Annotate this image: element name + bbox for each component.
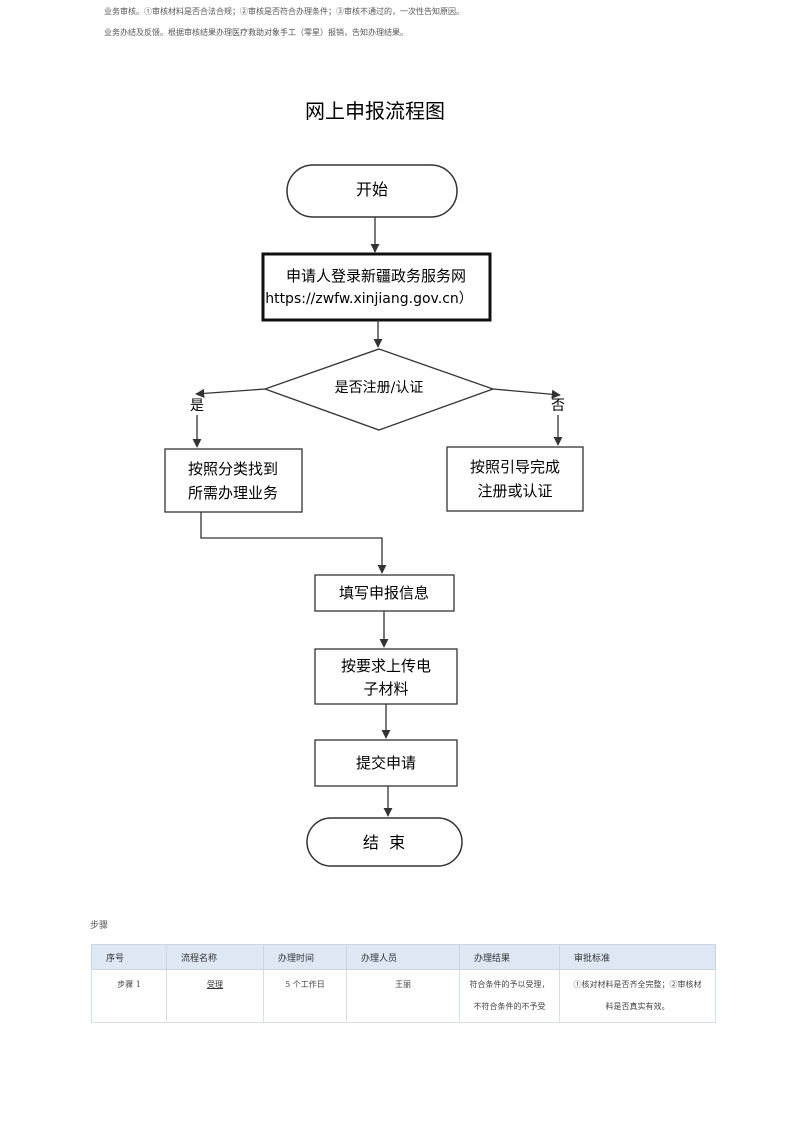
steps-header-row: 序号 流程名称 办理时间 办理人员 办理结果 审批标准 [91, 944, 716, 970]
header-time: 办理时间 [263, 944, 347, 970]
cell-step-name: 受理 [166, 969, 264, 1023]
standard-line2: 料是否真实有效。 [605, 1002, 670, 1011]
login-label-line2: https://zwfw.xinjiang.gov.cn） [265, 291, 473, 307]
start-label: 开始 [356, 180, 388, 199]
no-label: 否 [551, 398, 565, 414]
arrow-no-horizontal [492, 388, 561, 399]
flowchart: 网上申报流程图 开始 申请人登录新疆政务服务网 https://zwfw.xin… [164, 99, 584, 867]
steps-table: 序号 流程名称 办理时间 办理人员 办理结果 审批标准 步骤 1 受理 5 个工… [91, 944, 716, 1023]
header-standard: 审批标准 [559, 944, 716, 970]
start-terminal [286, 164, 458, 218]
cell-time: 5 个工作日 [263, 969, 347, 1023]
intro-line-review: 业务审核。①审核材料是否合法合规；②审核是否符合办理条件；③审核不通过的，一次性… [104, 7, 464, 16]
cell-person: 王丽 [346, 969, 460, 1023]
upload-line2: 子材料 [363, 680, 408, 698]
cell-standard: ①核对材料是否齐全完整；②审核材 料是否真实有效。 [559, 969, 716, 1023]
find-business-box [164, 448, 303, 513]
find-business-line1: 按照分类找到 [188, 460, 278, 478]
upload-box [314, 648, 458, 705]
decision-label: 是否注册/认证 [335, 380, 424, 396]
cell-result: 符合条件的予以受理， 不符合条件的不予受 [459, 969, 560, 1023]
cell-step-no: 步骤 1 [91, 969, 167, 1023]
header-result: 办理结果 [459, 944, 560, 970]
end-terminal [306, 817, 463, 867]
submit-box [314, 739, 458, 787]
arrow-find-fill [200, 512, 387, 574]
arrow-yes-horizontal [195, 388, 266, 398]
yes-label: 是 [190, 398, 204, 414]
register-line1: 按照引导完成 [470, 458, 560, 476]
submit-label: 提交申请 [356, 754, 416, 772]
result-line1: 符合条件的予以受理， [469, 980, 550, 989]
flowchart-title: 网上申报流程图 [305, 99, 445, 123]
end-label: 结 束 [363, 833, 405, 852]
fill-info-label: 填写申报信息 [339, 584, 429, 602]
steps-section-label: 步骤 [90, 921, 109, 931]
decision-diamond [263, 348, 495, 431]
standard-line1: ①核对材料是否齐全完整；②审核材 [573, 980, 702, 989]
result-line2: 不符合条件的不予受 [473, 1002, 546, 1011]
register-box [446, 446, 584, 512]
register-line2: 注册或认证 [477, 482, 552, 500]
header-name: 流程名称 [166, 944, 264, 970]
intro-line-feedback: 业务办结及反馈。根据审核结果办理医疗救助对象手工（零星）报销，告知办理结果。 [104, 28, 408, 37]
find-business-line2: 所需办理业务 [188, 484, 278, 502]
login-label-line1: 申请人登录新疆政务服务网 [286, 267, 466, 285]
header-person: 办理人员 [346, 944, 460, 970]
upload-line1: 按要求上传电 [341, 657, 431, 675]
header-no: 序号 [91, 944, 167, 970]
step-name-link[interactable]: 受理 [207, 980, 223, 989]
login-box [261, 252, 492, 322]
table-row: 步骤 1 受理 5 个工作日 王丽 符合条件的予以受理， 不符合条件的不予受 ①… [91, 969, 716, 1023]
